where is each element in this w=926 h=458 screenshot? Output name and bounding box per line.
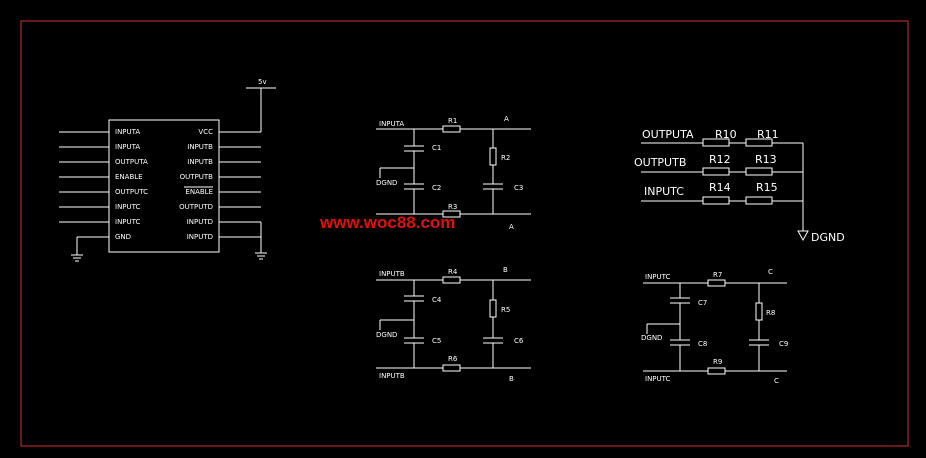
ic-right-pin-label: INPUTD xyxy=(187,233,213,241)
ic-right-pin-label: OUTPUTB xyxy=(180,173,214,181)
ladder-input-inputc: INPUTC xyxy=(644,185,684,198)
filter-c-gnd: DGND xyxy=(641,334,662,342)
filter-a-r2: R2 xyxy=(501,154,510,162)
ladder-r10: R10 xyxy=(715,128,737,141)
ladder-r11: R11 xyxy=(757,128,779,141)
ic-right-pin-label: ENABLE xyxy=(185,188,213,196)
filter-b-c6: C6 xyxy=(514,337,524,345)
ic-right-pin-label: OUTPUTD xyxy=(179,203,213,211)
filter-b-r6: R6 xyxy=(448,355,458,363)
ic-left-pin-label: INPUTC xyxy=(115,203,141,211)
filter-b-gnd: DGND xyxy=(376,331,397,339)
ladder-input-outputa: OUTPUTA xyxy=(642,128,694,141)
filter-b-node-top: B xyxy=(503,266,508,274)
ic-right-pin-label: INPUTB xyxy=(187,143,213,151)
filter-b-input-bottom: INPUTB xyxy=(379,372,405,380)
filter-a-gnd: DGND xyxy=(376,179,397,187)
filter-c-r7: R7 xyxy=(713,271,722,279)
ic-right-pin-label: VCC xyxy=(198,128,213,136)
ic-right-pin-label: INPUTB xyxy=(187,158,213,166)
resistor-ladder: OUTPUTA R10 R11 OUTPUTB R12 R13 INPUTC R… xyxy=(634,128,845,244)
ic-chip: 5v INPUTA INPUTA OUTPUTA ENABLE OUTPUTC … xyxy=(59,78,276,262)
ladder-input-outputb: OUTPUTB xyxy=(634,156,686,169)
filter-c-c7: C7 xyxy=(698,299,707,307)
filter-c: INPUTC INPUTC C C R7 R8 R9 C7 C8 C9 DGND xyxy=(641,268,788,385)
filter-b-node-bottom: B xyxy=(509,375,514,383)
filter-b-c4: C4 xyxy=(432,296,442,304)
filter-a: INPUTA A A R1 R2 R3 C1 C2 C3 DGND xyxy=(376,115,531,231)
filter-c-input-top: INPUTC xyxy=(645,273,671,281)
filter-a-c2: C2 xyxy=(432,184,441,192)
filter-a-c3: C3 xyxy=(514,184,523,192)
filter-c-node-top: C xyxy=(768,268,773,276)
ic-right-pin-label: INPUTD xyxy=(187,218,213,226)
ic-left-pin-label: GND xyxy=(115,233,131,241)
ladder-r12: R12 xyxy=(709,153,731,166)
ic-left-pin-label: INPUTA xyxy=(115,143,140,151)
filter-a-node-bottom: A xyxy=(509,223,514,231)
filter-a-c1: C1 xyxy=(432,144,441,152)
ladder-r13: R13 xyxy=(755,153,777,166)
filter-a-r1: R1 xyxy=(448,117,457,125)
filter-c-r8: R8 xyxy=(766,309,775,317)
ic-left-pin-label: ENABLE xyxy=(115,173,143,181)
filter-c-node-bottom: C xyxy=(774,377,779,385)
filter-b-r5: R5 xyxy=(501,306,510,314)
filter-b-r4: R4 xyxy=(448,268,458,276)
filter-c-r9: R9 xyxy=(713,358,722,366)
ic-left-pin-label: INPUTC xyxy=(115,218,141,226)
filter-a-r3: R3 xyxy=(448,203,457,211)
ladder-r14: R14 xyxy=(709,181,731,194)
ic-supply-label: 5v xyxy=(258,78,267,86)
filter-b-c5: C5 xyxy=(432,337,441,345)
filter-a-input-label: INPUTA xyxy=(379,120,404,128)
ladder-r15: R15 xyxy=(756,181,778,194)
watermark-text: www.woc88.com xyxy=(319,213,455,232)
filter-c-c9: C9 xyxy=(779,340,788,348)
ladder-gnd: DGND xyxy=(811,231,845,244)
filter-a-node-top: A xyxy=(504,115,509,123)
ic-left-pin-label: INPUTA xyxy=(115,128,140,136)
ic-left-pin-label: OUTPUTA xyxy=(115,158,148,166)
ic-left-pin-label: OUTPUTC xyxy=(115,188,148,196)
filter-b-input-top: INPUTB xyxy=(379,270,405,278)
drawing-frame xyxy=(20,20,909,447)
filter-c-input-bottom: INPUTC xyxy=(645,375,671,383)
filter-b: INPUTB INPUTB B B R4 R5 R6 C4 C5 C6 DGND xyxy=(376,266,531,383)
filter-c-c8: C8 xyxy=(698,340,707,348)
